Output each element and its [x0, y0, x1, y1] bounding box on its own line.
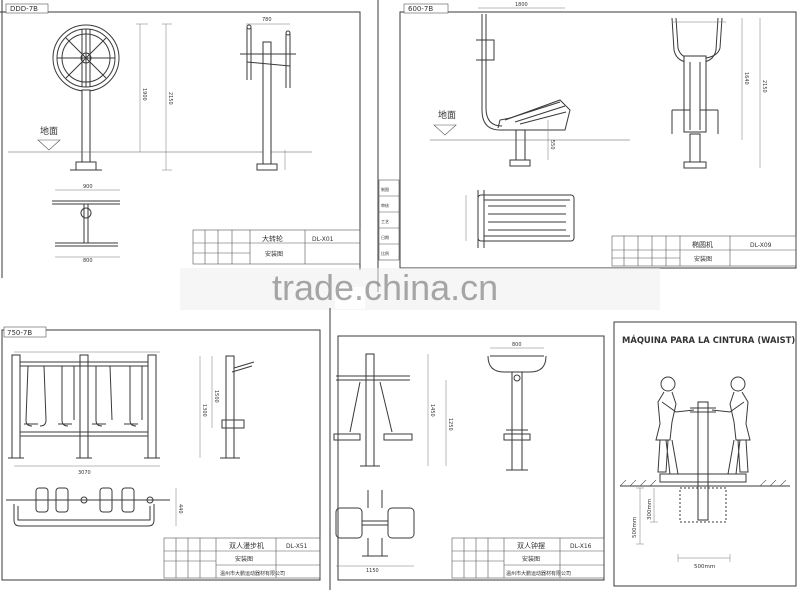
panel2-title-model: DL-X09: [750, 242, 772, 249]
panel1-dim-3: 780: [262, 17, 272, 23]
panel2-dim-3: 2150: [761, 80, 767, 93]
panel2-dim-2: 1640: [743, 72, 749, 85]
panel3-title-sub: 安装图: [235, 555, 253, 563]
panel5-dim-2: 300mm: [647, 499, 653, 520]
elliptical-front-view: 1640 2150: [671, 17, 767, 169]
panel4-title-model: DL-X16: [570, 543, 592, 550]
wheel-side-view: 780: [240, 17, 296, 171]
panel1-title-model: DL-X01: [312, 236, 334, 243]
panel5-dim-1: 500mm: [632, 517, 638, 538]
panel1-dim-1: 1900: [141, 88, 147, 101]
panel1-title-block: 大转轮 DL-X01 安装图: [192, 229, 361, 265]
panel3-dim-3: 1500: [213, 390, 219, 403]
panel1-dim-5: 800: [83, 258, 93, 264]
panel2-table-2: 审核: [381, 202, 389, 208]
panel-double-walker: 750-7B 3070 1300 1500: [1, 326, 321, 581]
panel4-dim-2: 1450: [429, 404, 435, 417]
panel2-dim-1: 1800: [515, 2, 528, 8]
walker-side-view: 1300 1500: [199, 355, 255, 459]
panel3-title-company: 温州市大鹏运动器材有限公司: [220, 570, 285, 577]
pendulum-front-view: [333, 353, 413, 467]
figure-right: [711, 376, 751, 475]
walker-front-view: 3070: [8, 351, 160, 476]
panel2-table-3: 工艺: [381, 219, 389, 224]
panel3-title-block: 双人漫步机 DL-X51 安装图 温州市大鹏运动器材有限公司: [163, 537, 321, 579]
panel2-dim-4: 550: [549, 140, 555, 150]
pendulum-side-view: 800: [487, 342, 547, 471]
wheel-top-view: 900 800: [52, 184, 120, 264]
panel3-title-name: 双人漫步机: [229, 541, 264, 550]
panel1-ground-label: 地面: [40, 125, 58, 137]
panel5-title: MÁQUINA PARA LA CINTURA (WAIST): [622, 334, 795, 345]
panel1-title-sub: 安装图: [265, 250, 283, 258]
figure-left: [655, 376, 695, 475]
panel2-table-5: 比例: [381, 250, 389, 256]
panel2-title-sub: 安装图: [694, 255, 712, 263]
panel2-title-name: 椭圆机: [692, 240, 713, 249]
panel2-title-block: 椭圆机 DL-X09 安装图: [611, 235, 797, 267]
watermark-band: trade.china.cn: [180, 267, 660, 310]
panel-big-wheel: DDD-7B 地面 1900 2150 780: [0, 0, 361, 278]
panel4-dim-3: 1250: [447, 418, 453, 431]
panel1-code: DDD-7B: [10, 5, 38, 13]
panel3-code: 750-7B: [7, 329, 32, 337]
wheel-front-view: [52, 24, 120, 171]
panel-elliptical: 600-7B 制图 审核 工艺 日期 比例 1800 550 地面: [377, 0, 797, 292]
panel1-dim-4: 900: [83, 184, 93, 190]
panel4-dim-1: 800: [512, 342, 522, 348]
panel4-dim-4: 1150: [366, 568, 379, 574]
panel4-title-sub: 安装图: [522, 555, 540, 563]
panel3-title-model: DL-X51: [286, 543, 308, 550]
panel4-title-name: 双人钟摆: [517, 541, 545, 550]
waist-machine-unit: [659, 401, 747, 523]
panel5-dimensions: 500mm 300mm 500mm: [632, 487, 731, 570]
panel1-title-name: 大转轮: [262, 234, 283, 243]
panel-waist-machine: MÁQUINA PARA LA CINTURA (WAIST): [613, 321, 797, 587]
panel4-title-block: 双人钟摆 DL-X16 安装图 温州市大鹏运动器材有限公司: [451, 537, 605, 579]
panel-double-pendulum: 1450 1250 800 1150 双人钟摆: [329, 308, 605, 590]
elliptical-top-view: [465, 190, 575, 248]
elliptical-side-view: 1800 550: [476, 2, 571, 167]
panel5-dim-3: 500mm: [694, 564, 715, 570]
watermark-text: trade.china.cn: [272, 267, 498, 308]
pendulum-top-view: 1150: [335, 490, 415, 574]
panel3-dim-2: 1300: [201, 404, 207, 417]
panel4-title-company: 温州市大鹏运动器材有限公司: [506, 570, 571, 577]
panel2-code: 600-7B: [408, 5, 433, 13]
panel3-dim-4: 440: [177, 504, 183, 514]
panel2-side-table: 制图 审核 工艺 日期 比例: [378, 179, 400, 261]
walker-top-view: 440: [6, 487, 183, 527]
panel2-table-1: 制图: [381, 186, 389, 192]
panel3-dim-1: 3070: [78, 470, 91, 476]
panel1-dim-2: 2150: [167, 92, 173, 105]
panel2-ground-label: 地面: [438, 109, 456, 121]
panel2-table-4: 日期: [381, 234, 389, 240]
